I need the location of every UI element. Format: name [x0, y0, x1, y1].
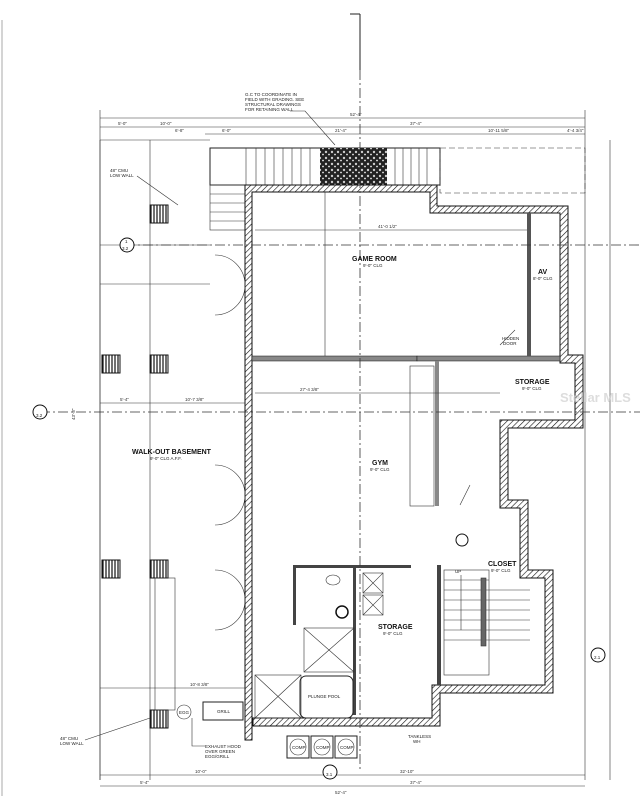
- section-markers: [32, 237, 606, 780]
- cmu-note-top: LOW WALL: [110, 173, 134, 178]
- grill-label: GRILL: [217, 709, 231, 714]
- watermark: Stellar MLS: [560, 390, 631, 405]
- gym-ceiling: 9'-0" CLG: [370, 467, 390, 472]
- svg-text:STRUCTURAL DRAWINGS: STRUCTURAL DRAWINGS: [245, 102, 301, 107]
- dim-left-mid: 10'-7 3/8": [185, 397, 204, 402]
- outdoor-counter: [154, 577, 176, 711]
- dim-top-left-d: 6'-0": [222, 128, 231, 133]
- room-storage-upper: STORAGE: [515, 379, 550, 386]
- room-game-room: GAME ROOM: [352, 256, 397, 263]
- interior-stair: [443, 569, 530, 676]
- dim-overall-top: 52'-4": [350, 112, 362, 117]
- dim-top-left-a: 5'-0": [118, 121, 127, 126]
- dim-stair-block: 21'-4": [335, 128, 347, 133]
- cmu-note-bottom: LOW WALL: [60, 741, 84, 746]
- compressor-units: [286, 735, 358, 759]
- svg-text:FIELD WITH GRADING. SEE: FIELD WITH GRADING. SEE: [245, 97, 304, 102]
- dim-top-left-c: 6'-8": [175, 128, 184, 133]
- dim-top-right: 10'-11 5/8": [488, 128, 510, 133]
- room-walkout-basement: WALK-OUT BASEMENT: [132, 449, 212, 456]
- dim-left-mid-b: 5'-4": [120, 397, 129, 402]
- svg-text:FOR RETAINING WALL: FOR RETAINING WALL: [245, 107, 294, 112]
- exterior-walls: [244, 184, 584, 741]
- retaining-wall-note: G.C TO COORDINATE IN FIELD WITH GRADING.…: [245, 92, 336, 146]
- hidden-door-note: HIDDEN: [502, 336, 519, 341]
- dim-bottom-d: 37'-4": [410, 780, 422, 785]
- cmu-note-bottom: 48" CMU: [60, 736, 78, 741]
- section-mark-label: 2.1: [594, 655, 601, 660]
- section-mark-label: 1: [125, 239, 128, 244]
- doors[interactable]: [214, 254, 516, 631]
- hidden-door-note: DOOR: [503, 341, 517, 346]
- section-mark-label: 3.2: [36, 413, 43, 418]
- room-storage-lower: STORAGE: [378, 624, 413, 631]
- comp-label: COMP: [292, 745, 306, 750]
- storage-lower-ceiling: 9'-0" CLG: [383, 631, 403, 636]
- gravel-area: [320, 148, 387, 185]
- room-gym: GYM: [372, 460, 388, 467]
- egg-label: EGG: [179, 710, 190, 715]
- dim-top-left-b: 10'-0": [160, 121, 172, 126]
- closet-ceiling: 9'-0" CLG: [491, 568, 511, 573]
- dim-game-width: 41'-0 1/2": [378, 224, 397, 229]
- interior-walls: [251, 213, 561, 719]
- section-mark-label: 3.2: [122, 246, 129, 251]
- door-swing-2: [214, 464, 246, 526]
- comp-label: COMP: [340, 745, 354, 750]
- dim-right-block: 37'-4": [410, 121, 422, 126]
- dim-overall-bottom: 52'-4": [335, 790, 347, 795]
- leader-line: [191, 718, 205, 747]
- dim-bottom-c: 5'-4": [140, 780, 149, 785]
- grid-lines: [99, 140, 585, 787]
- game-room-ceiling: 9'-0" CLG: [363, 263, 383, 268]
- leader-line: [84, 717, 151, 741]
- stair-up-label: UP: [455, 569, 461, 574]
- section-mark-label: 3.1: [326, 772, 333, 777]
- dim-bottom-a: 10'-0": [195, 769, 207, 774]
- dim-left-lower: 10'-8 3/8": [190, 682, 209, 687]
- dim-bottom-b: 32'-10": [400, 769, 414, 774]
- room-av: AV: [538, 269, 548, 276]
- av-ceiling: 8'-0" CLG: [533, 276, 553, 281]
- egg-grill: [176, 704, 192, 720]
- sink-icon: [335, 605, 349, 619]
- grill: [202, 701, 244, 721]
- hood-note: OVER GREEN: [205, 749, 235, 754]
- room-plunge-pool: PLUNGE POOL: [308, 694, 341, 699]
- dim-left-height: 43'-8": [71, 408, 76, 420]
- room-closet: CLOSET: [488, 561, 517, 568]
- comp-label: COMP: [316, 745, 330, 750]
- dim-top-far-right: 4'-4 3/4": [567, 128, 584, 133]
- door-swing-4: [459, 329, 516, 506]
- svg-text:G.C TO COORDINATE IN: G.C TO COORDINATE IN: [245, 92, 297, 97]
- walkout-ceiling: 9'-0" CLG A.F.F.: [150, 456, 182, 461]
- hood-note: EXHAUST HOOD: [205, 744, 242, 749]
- storage-upper-ceiling: 9'-0" CLG: [522, 386, 542, 391]
- hood-note: EGG/GRILL: [205, 754, 230, 759]
- tankless-note: WH: [413, 739, 421, 744]
- columns: [101, 204, 244, 729]
- cmu-note-top: 48" CMU: [110, 168, 128, 173]
- toilet-icon: [325, 574, 341, 586]
- dim-gym-width: 27'-4 3/8": [300, 387, 319, 392]
- door-swing-1: [214, 254, 246, 316]
- tankless-note: TANKLESS: [408, 734, 431, 739]
- plunge-pool-basin: [299, 675, 354, 719]
- door-swing-3: [214, 569, 246, 631]
- leader-line: [136, 175, 179, 206]
